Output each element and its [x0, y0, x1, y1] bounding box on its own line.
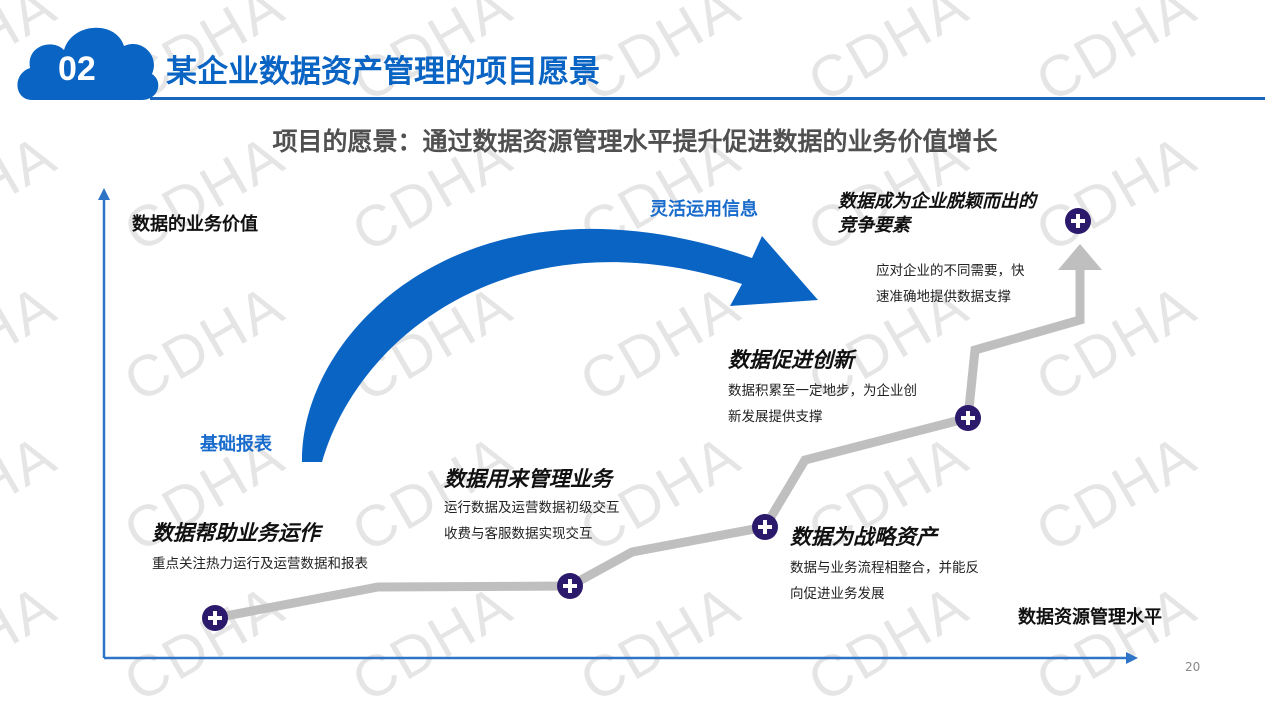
- stage-node-plus-icon: [202, 605, 228, 631]
- axes: [98, 188, 1138, 664]
- stage-desc: 应对企业的不同需要，快: [876, 263, 1025, 279]
- section-number: 02: [58, 50, 96, 88]
- stage-3: 数据为战略资产 数据与业务流程相整合，并能反 向促进业务发展: [790, 523, 979, 607]
- stage-node-plus-icon: [955, 405, 981, 431]
- cloud-badge-icon: [17, 27, 159, 100]
- y-axis-arrow-icon: [98, 188, 110, 200]
- title-underline: [150, 97, 1265, 100]
- stage-desc: 数据积累至一定地步，为企业创: [728, 383, 917, 399]
- stage-node-plus-icon: [1065, 208, 1091, 234]
- curved-growth-arrow: [301, 228, 818, 462]
- page-number: 20: [1185, 660, 1201, 674]
- stage-title: 数据用来管理业务: [444, 467, 612, 491]
- stage-desc: 收费与客服数据实现交互: [444, 526, 593, 542]
- stage-node-plus-icon: [752, 514, 778, 540]
- stage-desc: 向促进业务发展: [790, 586, 885, 602]
- stage-2: 数据用来管理业务 运行数据及运营数据初级交互 收费与客服数据实现交互: [444, 465, 620, 547]
- arrow-start-label: 基础报表: [200, 434, 272, 455]
- stage-desc: 数据与业务流程相整合，并能反: [790, 560, 979, 576]
- arrow-end-label: 灵活运用信息: [650, 199, 758, 220]
- stage-4: 数据促进创新 数据积累至一定地步，为企业创 新发展提供支撑: [728, 346, 917, 430]
- growth-path: [214, 268, 1085, 623]
- stage-desc: 重点关注热力运行及运营数据和报表: [152, 556, 368, 572]
- page-title: 某企业数据资产管理的项目愿景: [166, 54, 600, 90]
- x-axis-label: 数据资源管理水平: [1018, 607, 1162, 628]
- stage-1: 数据帮助业务运作 重点关注热力运行及运营数据和报表: [152, 519, 368, 577]
- stage-desc: 新发展提供支撑: [728, 409, 823, 425]
- stage-5: 数据成为企业脱颖而出的竞争要素 应对企业的不同需要，快 速准确地提供数据支撑: [838, 190, 1048, 310]
- stage-title: 数据帮助业务运作: [152, 521, 320, 545]
- stage-title: 数据为战略资产: [790, 525, 937, 549]
- y-axis-label: 数据的业务价值: [132, 214, 258, 235]
- stage-title: 数据促进创新: [728, 348, 854, 372]
- x-axis-arrow-icon: [1126, 652, 1138, 664]
- growth-path-arrow-icon: [1058, 244, 1102, 270]
- subtitle: 项目的愿景：通过数据资源管理水平提升促进数据的业务价值增长: [272, 127, 998, 156]
- stage-node-plus-icon: [557, 573, 583, 599]
- stage-desc: 速准确地提供数据支撑: [876, 289, 1011, 305]
- stage-desc: 运行数据及运营数据初级交互: [444, 500, 620, 516]
- stage-title: 数据成为企业脱颖而出的竞争要素: [838, 191, 1036, 236]
